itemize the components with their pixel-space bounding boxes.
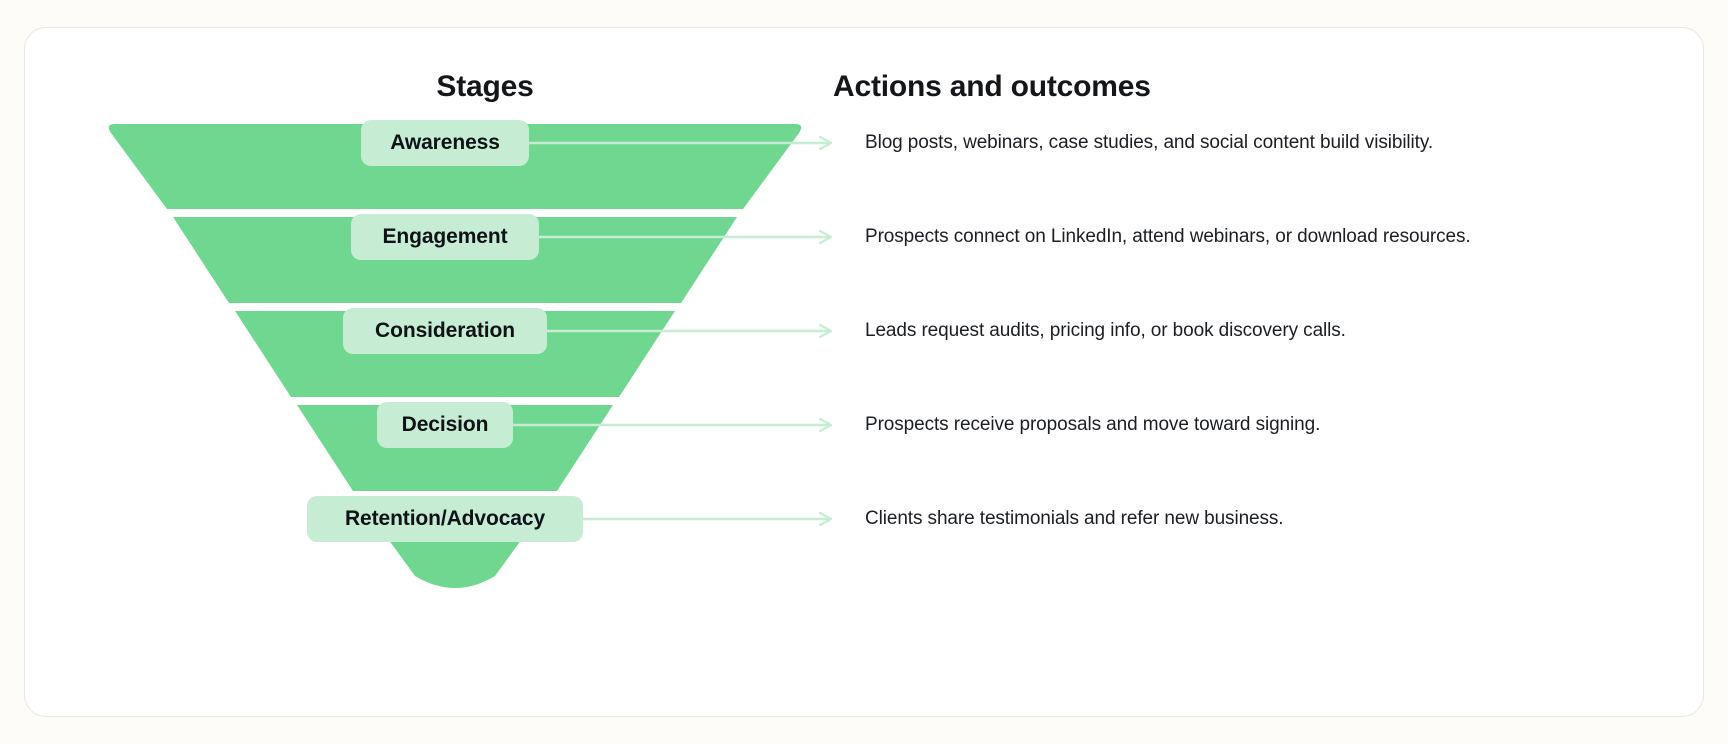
connector-arrow	[539, 229, 837, 245]
connector-arrow	[529, 135, 837, 151]
funnel-band-2	[173, 217, 737, 303]
funnel-band-4	[297, 405, 613, 491]
connector-arrow	[547, 323, 837, 339]
stage-description: Prospects connect on LinkedIn, attend we…	[865, 226, 1471, 247]
stage-description: Leads request audits, pricing info, or b…	[865, 320, 1346, 341]
heading-actions: Actions and outcomes	[833, 70, 1151, 103]
funnel-card: Stages Actions and outcomes Awareness	[24, 27, 1704, 717]
column-headings: Stages Actions and outcomes	[25, 70, 1703, 120]
stage-description: Prospects receive proposals and move tow…	[865, 414, 1321, 435]
stage-pill-awareness[interactable]: Awareness	[361, 120, 529, 166]
funnel-row: Decision Prospects receive proposals and…	[25, 402, 1705, 448]
stage-pill-retention-advocacy[interactable]: Retention/Advocacy	[307, 496, 583, 542]
funnel-row: Consideration Leads request audits, pric…	[25, 308, 1705, 354]
funnel-band-1	[108, 124, 802, 209]
funnel-row: Retention/Advocacy Clients share testimo…	[25, 496, 1705, 542]
heading-stages: Stages	[436, 70, 534, 103]
funnel-diagram: Awareness Blog posts, webinars, case stu…	[25, 28, 1705, 718]
stage-pill-engagement[interactable]: Engagement	[351, 214, 539, 260]
stage-description: Blog posts, webinars, case studies, and …	[865, 132, 1434, 153]
funnel-row: Awareness Blog posts, webinars, case stu…	[25, 120, 1705, 166]
stage-pill-decision[interactable]: Decision	[377, 402, 513, 448]
stage-description: Clients share testimonials and refer new…	[865, 508, 1284, 529]
funnel-rows: Awareness Blog posts, webinars, case stu…	[25, 106, 1705, 606]
stage-pill-consideration[interactable]: Consideration	[343, 308, 547, 354]
funnel-row: Engagement Prospects connect on LinkedIn…	[25, 214, 1705, 260]
connector-arrow	[583, 511, 837, 527]
connector-arrow	[513, 417, 837, 433]
